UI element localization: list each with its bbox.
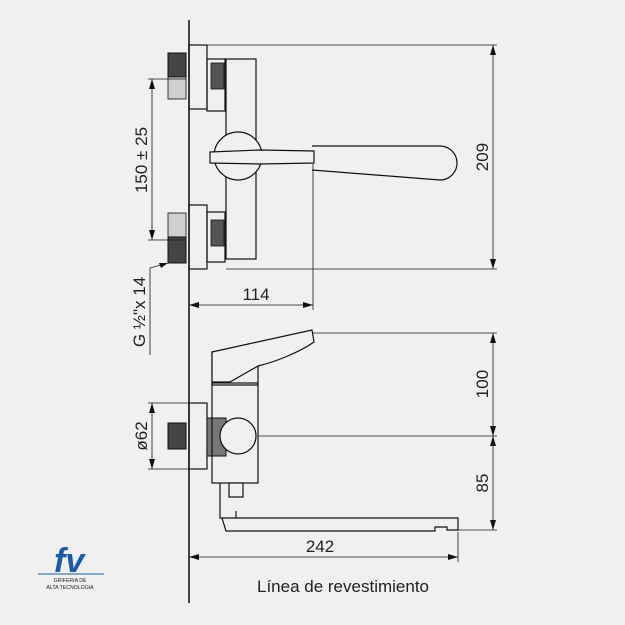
side-view: 100 85 ø62 242 — [132, 329, 497, 562]
fv-logo: fv GRIFERIA DE ALTA TECNOLOGIA — [38, 542, 104, 591]
side-connector-nut — [167, 422, 187, 450]
lever-top — [209, 149, 315, 165]
dim-100: 100 — [473, 370, 492, 398]
upper-connector-nut — [167, 52, 187, 78]
dim-thread: G ½"x 14 — [130, 277, 149, 347]
fv-logo-line1: GRIFERIA DE — [54, 578, 87, 584]
wall-line-caption: Línea de revestimiento — [257, 577, 429, 596]
spout-side — [219, 483, 459, 532]
dim-209: 209 — [473, 143, 492, 171]
dim-150: 150 ± 25 — [132, 127, 151, 193]
spout-top — [311, 145, 458, 181]
dim-diameter: ø62 — [132, 421, 151, 450]
fv-logo-line2: ALTA TECNOLOGIA — [46, 585, 94, 591]
dim-242: 242 — [306, 537, 334, 556]
lower-connector-nut — [167, 236, 187, 264]
dim-85: 85 — [473, 474, 492, 493]
lever-side — [211, 329, 315, 383]
top-view: 209 150 ± 25 114 G ½"x 14 — [130, 44, 497, 355]
dim-114: 114 — [242, 285, 269, 304]
